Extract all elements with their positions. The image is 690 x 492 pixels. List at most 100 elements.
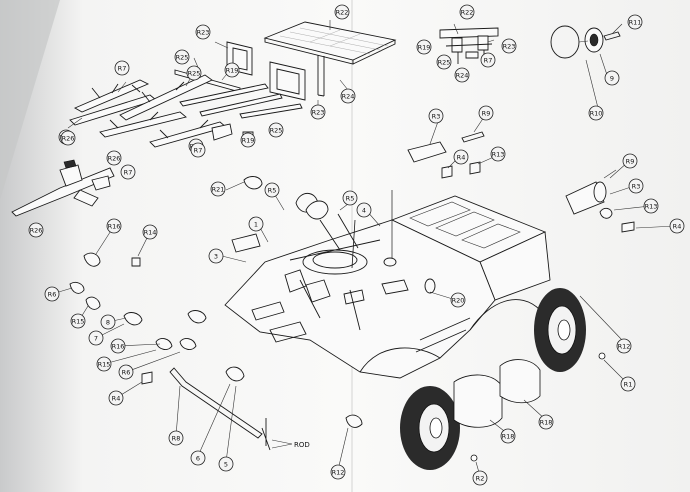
rod-parts: [169, 367, 293, 451]
callout-label: 6: [196, 455, 200, 463]
callout-circle: [195, 24, 211, 40]
part-callout: R15: [96, 356, 112, 372]
part-callout: R25: [174, 49, 190, 65]
callout-label: R26: [108, 155, 121, 163]
callout-label: R15: [98, 361, 111, 369]
callout-circle: [490, 146, 506, 162]
callout-circle: [538, 414, 554, 430]
callout-label: R21: [212, 186, 225, 194]
part-callout: R6: [118, 364, 134, 380]
callout-circle: [453, 149, 469, 165]
callout-label: R2: [476, 475, 485, 483]
part-callout: R10: [588, 105, 604, 121]
callout-label: R25: [270, 127, 283, 135]
part-callout: R20: [450, 292, 466, 308]
callout-circle: [616, 338, 632, 354]
callout-label: 9: [610, 75, 614, 83]
callout-circle: [100, 314, 116, 330]
part-callout: R9: [622, 153, 638, 169]
callout-label: R10: [590, 110, 603, 118]
callout-circle: [186, 65, 202, 81]
wheel-hub-parts: [550, 25, 621, 59]
callout-circle: [340, 88, 356, 104]
part-callout: R25: [436, 54, 452, 70]
callout-label: R16: [112, 343, 125, 351]
callout-label: R6: [122, 369, 131, 377]
callout-circle: [310, 104, 326, 120]
part-callout: 4: [356, 202, 372, 218]
callout-circle: [106, 150, 122, 166]
callout-label: R24: [342, 93, 355, 101]
callout-circle: [190, 142, 206, 158]
callout-label: R16: [108, 223, 121, 231]
callout-circle: [96, 356, 112, 372]
part-callout: R7: [114, 60, 130, 76]
callout-label: R26: [62, 135, 75, 143]
callout-circle: [501, 38, 517, 54]
callout-circle: [208, 248, 224, 264]
callout-circle: [142, 224, 158, 240]
part-callout: 9: [604, 70, 620, 86]
callout-label: R18: [540, 419, 553, 427]
callout-label: R1: [624, 381, 633, 389]
part-callout: 1: [248, 216, 264, 232]
callout-label: R7: [194, 147, 203, 155]
callout-circle: [627, 14, 643, 30]
part-callout: R25: [268, 122, 284, 138]
callout-label: R23: [503, 43, 516, 51]
part-callout: R18: [500, 428, 516, 444]
part-callout: R23: [501, 38, 517, 54]
callout-label: R25: [188, 70, 201, 78]
callout-label: R23: [312, 109, 325, 117]
callout-label: R18: [502, 433, 515, 441]
callout-label: R11: [629, 19, 642, 27]
callout-circle: [459, 4, 475, 20]
callout-label: R7: [124, 169, 133, 177]
callout-circle: [210, 181, 226, 197]
callout-label: R9: [482, 110, 491, 118]
part-callout: 5: [218, 456, 234, 472]
missiles: [69, 74, 227, 148]
callout-label: R24: [456, 72, 469, 80]
part-callout: R11: [627, 14, 643, 30]
callout-circle: [240, 132, 256, 148]
callout-label: R23: [197, 29, 210, 37]
callout-circle: [500, 428, 516, 444]
part-callout: R18: [538, 414, 554, 430]
callout-circle: [168, 430, 184, 446]
callout-label: R13: [645, 203, 658, 211]
part-callout: R19: [240, 132, 256, 148]
callout-circle: [342, 190, 358, 206]
part-callout: R22: [459, 4, 475, 20]
part-callout: R4: [453, 149, 469, 165]
callout-label: R26: [30, 227, 43, 235]
callout-label: R19: [418, 44, 431, 52]
callout-label: R5: [346, 195, 355, 203]
callout-circle: [478, 105, 494, 121]
callout-circle: [643, 198, 659, 214]
wheels: [400, 288, 606, 470]
part-callout: 7: [88, 330, 104, 346]
callout-label: R12: [618, 343, 631, 351]
part-callout: R16: [110, 338, 126, 354]
callout-label: 8: [106, 319, 110, 327]
part-callout: R12: [330, 464, 346, 480]
callout-circle: [604, 70, 620, 86]
part-callout: R5: [264, 182, 280, 198]
callout-label: R7: [484, 57, 493, 65]
part-callout: R5: [342, 190, 358, 206]
large-missile: [11, 159, 115, 217]
callout-label: R3: [432, 113, 441, 121]
callout-circle: [330, 464, 346, 480]
hatch-parts: [407, 131, 485, 179]
callout-label: R22: [336, 9, 349, 17]
part-callout: R24: [340, 88, 356, 104]
callout-circle: [248, 216, 264, 232]
small-part-r12: [345, 414, 363, 428]
callout-label: R22: [461, 9, 474, 17]
part-callout: R26: [106, 150, 122, 166]
part-callout: R21: [210, 181, 226, 197]
part-callout: R12: [616, 338, 632, 354]
small-left-parts: [69, 176, 263, 385]
